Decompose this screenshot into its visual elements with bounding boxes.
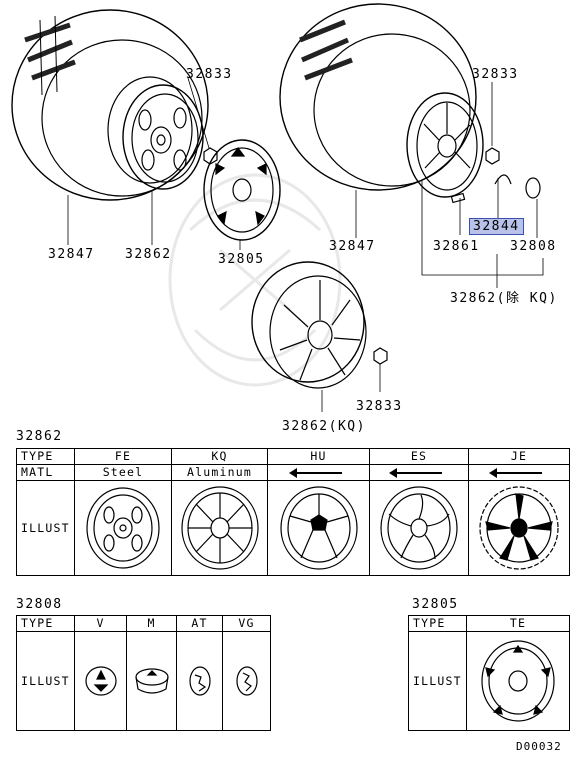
center-cap-icon	[134, 668, 169, 694]
wheel-type-je: JE	[468, 448, 570, 465]
cover-type-te: TE	[466, 615, 570, 632]
illust-header: ILLUST	[16, 631, 75, 731]
callout-ornament: 32808	[510, 239, 557, 254]
ornament-type-table: TYPE V M AT VG ILLUST	[16, 615, 271, 731]
tire-icon	[11, 9, 209, 201]
callout-nut-right: 32833	[472, 67, 519, 82]
matl-fe: Steel	[74, 464, 172, 481]
lug-nut-icon	[485, 82, 500, 165]
steel-wheel-icon	[122, 84, 204, 190]
matl-es	[369, 464, 469, 481]
wheel-type-es: ES	[369, 448, 469, 465]
wheel-type-table: TYPE FE KQ HU ES JE MATL Steel Aluminum …	[16, 448, 570, 576]
ornament-type-v: V	[74, 615, 127, 632]
steel-wheel-icon	[86, 487, 160, 569]
illust-header: ILLUST	[408, 631, 467, 731]
illust-ornament-v	[74, 631, 127, 731]
illust-ornament-at	[176, 631, 223, 731]
illust-hu	[267, 480, 370, 576]
illust-cover-te	[466, 631, 570, 731]
matl-header: MATL	[16, 464, 75, 481]
type-header: TYPE	[16, 615, 75, 632]
wheel-cover-icon	[481, 640, 555, 722]
illust-kq	[171, 480, 268, 576]
wheel-type-fe: FE	[74, 448, 172, 465]
alloy-wheel-icon	[479, 486, 559, 570]
alloy-wheel-icon	[279, 486, 358, 570]
illust-je	[468, 480, 570, 576]
arrow-left-icon	[489, 467, 542, 478]
type-header: TYPE	[16, 448, 75, 465]
illust-fe	[74, 480, 172, 576]
cover-type-table: TYPE TE ILLUST	[408, 615, 570, 731]
callout-tire-right: 32847	[329, 239, 376, 254]
callout-nut-bottom: 32833	[356, 399, 403, 414]
diagram-id: D00032	[516, 740, 562, 753]
alloy-wheel-icon	[380, 486, 458, 570]
arrow-left-icon	[288, 467, 342, 478]
illust-header: ILLUST	[16, 480, 75, 576]
wheel-type-hu: HU	[267, 448, 370, 465]
ornament-type-vg: VG	[222, 615, 271, 632]
lug-nut-icon	[187, 77, 218, 165]
callout-tire-left: 32847	[48, 247, 95, 262]
ornament-type-m: M	[126, 615, 177, 632]
alloy-wheel-icon	[251, 261, 367, 412]
matl-je	[468, 464, 570, 481]
center-cap-icon	[84, 666, 117, 696]
center-cap-icon	[188, 666, 211, 696]
illust-es	[369, 480, 469, 576]
matl-hu	[267, 464, 370, 481]
callout-nut-left: 32833	[186, 67, 233, 82]
lug-nut-icon	[373, 347, 388, 392]
matl-kq: Aluminum	[171, 464, 268, 481]
tire-icon	[279, 3, 477, 191]
alloy-wheel-icon	[180, 486, 259, 570]
callout-cover: 32805	[218, 252, 265, 267]
valve-icon	[450, 192, 466, 204]
callout-wheel-right-group: 32862(除 KQ)	[450, 291, 558, 306]
alloy-wheel-icon	[406, 92, 484, 198]
type-header: TYPE	[408, 615, 467, 632]
ornament-table-caption: 32808	[16, 597, 63, 612]
callout-cap-highlight: 32844	[469, 218, 524, 235]
ornament-type-at: AT	[176, 615, 223, 632]
center-cap-icon	[235, 666, 258, 696]
wheel-table-caption: 32862	[16, 429, 63, 444]
illust-ornament-m	[126, 631, 177, 731]
cover-table-caption: 32805	[412, 597, 459, 612]
center-cap-icon	[494, 174, 541, 199]
arrow-left-icon	[389, 467, 442, 478]
watermark-logo	[168, 173, 342, 387]
illust-ornament-vg	[222, 631, 271, 731]
callout-wheel-kq: 32862(KQ)	[282, 419, 366, 434]
callout-wheel-left: 32862	[125, 247, 172, 262]
callout-valve: 32861	[433, 239, 480, 254]
wheel-cover-icon	[203, 139, 281, 241]
wheel-type-kq: KQ	[171, 448, 268, 465]
